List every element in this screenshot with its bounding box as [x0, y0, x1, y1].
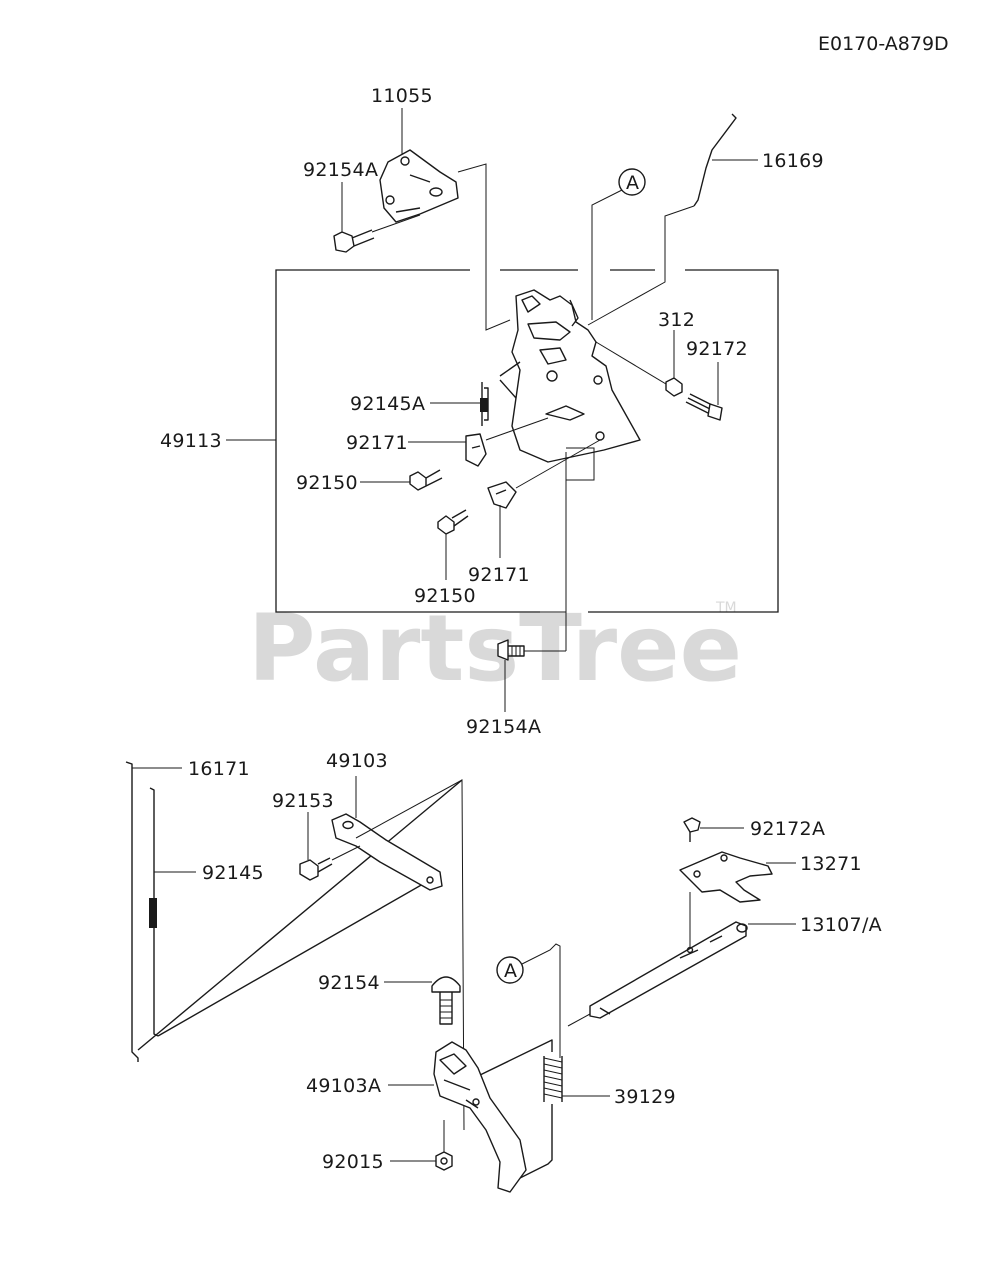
part-312-nut[interactable] [665, 377, 683, 397]
label-92171-a[interactable]: 92171 [346, 432, 408, 454]
part-49113-main-bracket[interactable] [499, 289, 641, 463]
leader-92171-a-align [485, 417, 549, 441]
part-11055-bracket[interactable] [379, 149, 459, 223]
part-92150-screw-b[interactable] [437, 509, 469, 535]
watermark-tm: TM [715, 600, 737, 616]
label-92015[interactable]: 92015 [322, 1151, 384, 1173]
label-92145[interactable]: 92145 [202, 862, 264, 884]
part-rod-connector [521, 943, 561, 1058]
label-13271[interactable]: 13271 [800, 853, 862, 875]
part-16171-rod[interactable] [125, 761, 463, 1062]
part-92015-nut[interactable] [435, 1151, 453, 1171]
label-312[interactable]: 312 [658, 309, 695, 331]
label-16171[interactable]: 16171 [188, 758, 250, 780]
watermark: PartsTree [248, 595, 742, 702]
part-16169-rod[interactable] [693, 113, 737, 207]
assembly-box-49113 [275, 269, 779, 613]
label-92172A[interactable]: 92172A [750, 818, 825, 840]
leader-92171-b-align [515, 439, 601, 489]
part-49103-link-arm[interactable] [331, 813, 443, 891]
leader-312-align [595, 341, 667, 385]
part-13271-plate[interactable] [679, 851, 773, 903]
label-39129[interactable]: 39129 [614, 1086, 676, 1108]
label-49103A[interactable]: 49103A [306, 1075, 381, 1097]
part-92145A-spring[interactable] [480, 382, 489, 426]
reference-a-top: A [618, 168, 646, 196]
part-92153-bolt[interactable] [299, 857, 333, 881]
part-92172A-screw[interactable] [683, 817, 701, 842]
label-92153[interactable]: 92153 [272, 790, 334, 812]
label-49103[interactable]: 49103 [326, 750, 388, 772]
leader-13107A-align [567, 1013, 591, 1027]
svg-text:A: A [504, 960, 517, 982]
leader-ref-a-top [591, 189, 623, 320]
leader-92154A-top-align [371, 214, 421, 233]
label-92150-a[interactable]: 92150 [296, 472, 358, 494]
reference-a-bottom: A [496, 956, 524, 984]
label-92172[interactable]: 92172 [686, 338, 748, 360]
leader-16169-to-bracket [587, 205, 695, 326]
label-49113[interactable]: 49113 [160, 430, 222, 452]
label-92150-b[interactable]: 92150 [414, 585, 476, 607]
part-92171-clip-b[interactable] [487, 481, 517, 509]
part-92154A-bolt-top[interactable] [333, 229, 375, 253]
part-92145-spring-rod[interactable] [149, 787, 439, 1037]
label-11055[interactable]: 11055 [371, 85, 433, 107]
leader-49103-assembly [355, 779, 465, 1131]
part-13107A-shaft[interactable] [589, 921, 748, 1019]
diagram-code: E0170-A879D [818, 33, 949, 55]
label-92154[interactable]: 92154 [318, 972, 380, 994]
label-92171-b[interactable]: 92171 [468, 564, 530, 586]
leader-92153-align [331, 845, 361, 861]
label-92145A[interactable]: 92145A [350, 393, 425, 415]
part-92172-screw[interactable] [685, 393, 723, 421]
part-39129-spring[interactable] [477, 1039, 563, 1185]
part-49103A-lever[interactable] [433, 1041, 527, 1193]
label-13107A[interactable]: 13107/A [800, 914, 882, 936]
part-92150-screw-a[interactable] [409, 469, 443, 491]
part-92154-bolt[interactable] [431, 976, 461, 1025]
leader-49113-lower [540, 447, 595, 613]
svg-text:A: A [626, 172, 639, 194]
label-16169[interactable]: 16169 [762, 150, 824, 172]
leader-11055-assembly [457, 163, 511, 331]
label-92154A-bottom[interactable]: 92154A [466, 716, 541, 738]
label-92154A-top[interactable]: 92154A [303, 159, 378, 181]
part-92171-clip-a[interactable] [465, 433, 487, 467]
